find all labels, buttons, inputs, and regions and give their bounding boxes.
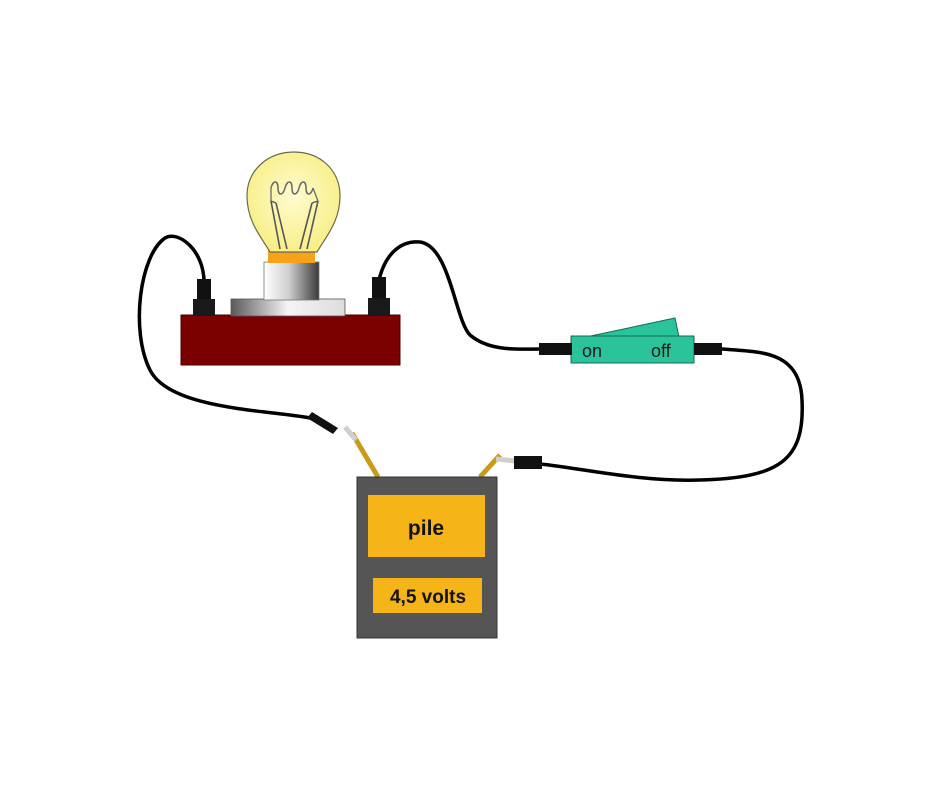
socket-plate [230,298,346,317]
bulb-socket [263,261,320,301]
battery: pile 4,5 volts [356,476,498,639]
switch-off-label: off [651,341,672,361]
wire-lamp-right-to-switch [377,240,542,351]
battery-terminal-left [307,412,381,479]
switch-plug-right [694,343,722,355]
wire-switch-to-battery [538,347,804,482]
battery-voltage-panel [373,578,482,613]
battery-terminal-right [478,453,542,479]
battery-label-panel [368,495,485,557]
switch-on-label: on [582,341,602,361]
light-bulb-icon [246,151,341,253]
lamp-terminal-left [193,279,215,316]
bulb-collar [268,250,315,263]
battery-label: pile [408,517,444,540]
switch: on off [539,317,722,364]
switch-plug-left [539,343,572,355]
lamp-base [180,314,401,366]
wire-lamp-left-to-battery [137,234,312,420]
lamp-terminal-right [368,277,390,316]
switch-rocker [585,317,680,338]
battery-voltage: 4,5 volts [390,587,466,608]
